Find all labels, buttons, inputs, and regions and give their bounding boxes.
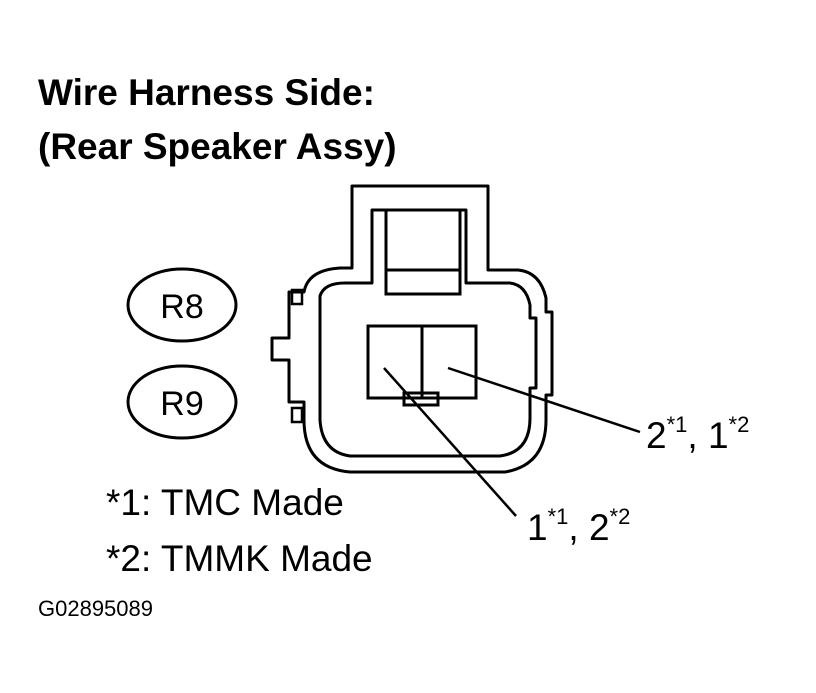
connector-housing-inner [318,208,538,458]
title-line-1: Wire Harness Side: [38,72,375,113]
terminal-cavity-right [420,324,478,400]
terminal-cavity-left [366,324,424,400]
note-tmc: *1: TMC Made [106,482,344,523]
connector-code-ellipse-r9 [126,364,238,440]
connector-code-ellipse-r8 [126,267,238,343]
connector-code-r9: R9 [160,385,203,423]
connector-housing-outer [270,184,554,474]
note-tmmk: *2: TMMK Made [106,538,373,579]
connector-code-r8: R8 [160,288,203,326]
title-line-2: (Rear Speaker Assy) [38,126,397,167]
lock-latch-base [384,268,462,296]
polarity-key [402,391,440,407]
left-tab-top [290,288,304,306]
lock-latch [384,208,462,272]
pin-label-upper-right: 2*1, 1*2 [646,412,749,456]
left-tab-bottom [290,406,304,424]
figure-code: G02895089 [38,596,153,621]
leader-line-upper-right [447,366,641,434]
pin-label-lower: 1*1, 2*2 [527,504,630,548]
leader-line-lower [383,367,517,517]
